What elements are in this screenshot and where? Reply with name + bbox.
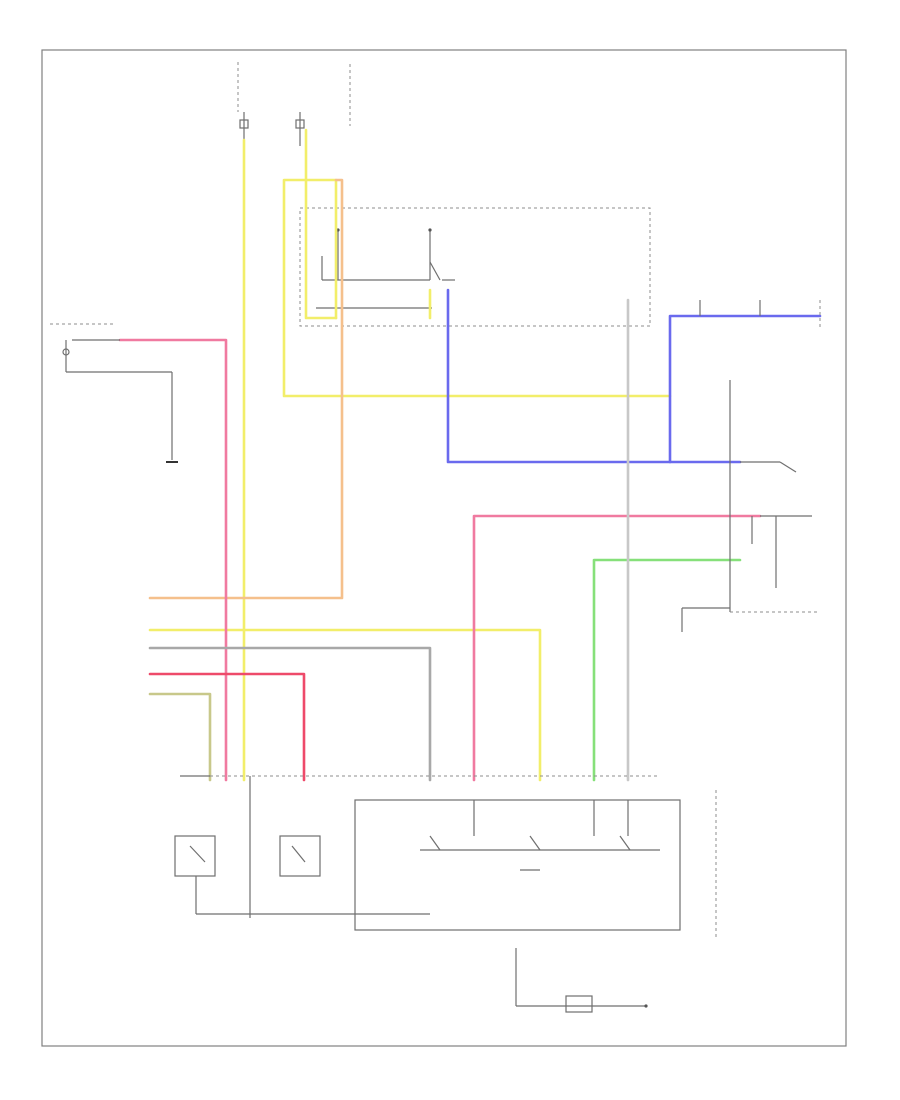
door-switch-right	[279, 835, 321, 877]
relay-control-module	[354, 790, 717, 940]
diagram-border	[41, 49, 847, 1047]
connectors	[180, 775, 660, 918]
wire-red	[148, 672, 306, 782]
steering-column-module	[299, 207, 651, 327]
wire-olive	[148, 692, 212, 782]
wire-yellow	[148, 128, 672, 782]
wire-blue	[446, 288, 822, 464]
door-switch-left	[174, 835, 216, 877]
wire-pink	[118, 338, 762, 782]
wire-orange	[148, 178, 344, 600]
right-switch-assembly	[681, 300, 821, 632]
wire-gray	[148, 298, 630, 782]
fuse-block	[237, 62, 351, 146]
ground-points	[515, 948, 648, 1013]
left-switch	[50, 323, 178, 463]
wire-green	[592, 558, 742, 782]
